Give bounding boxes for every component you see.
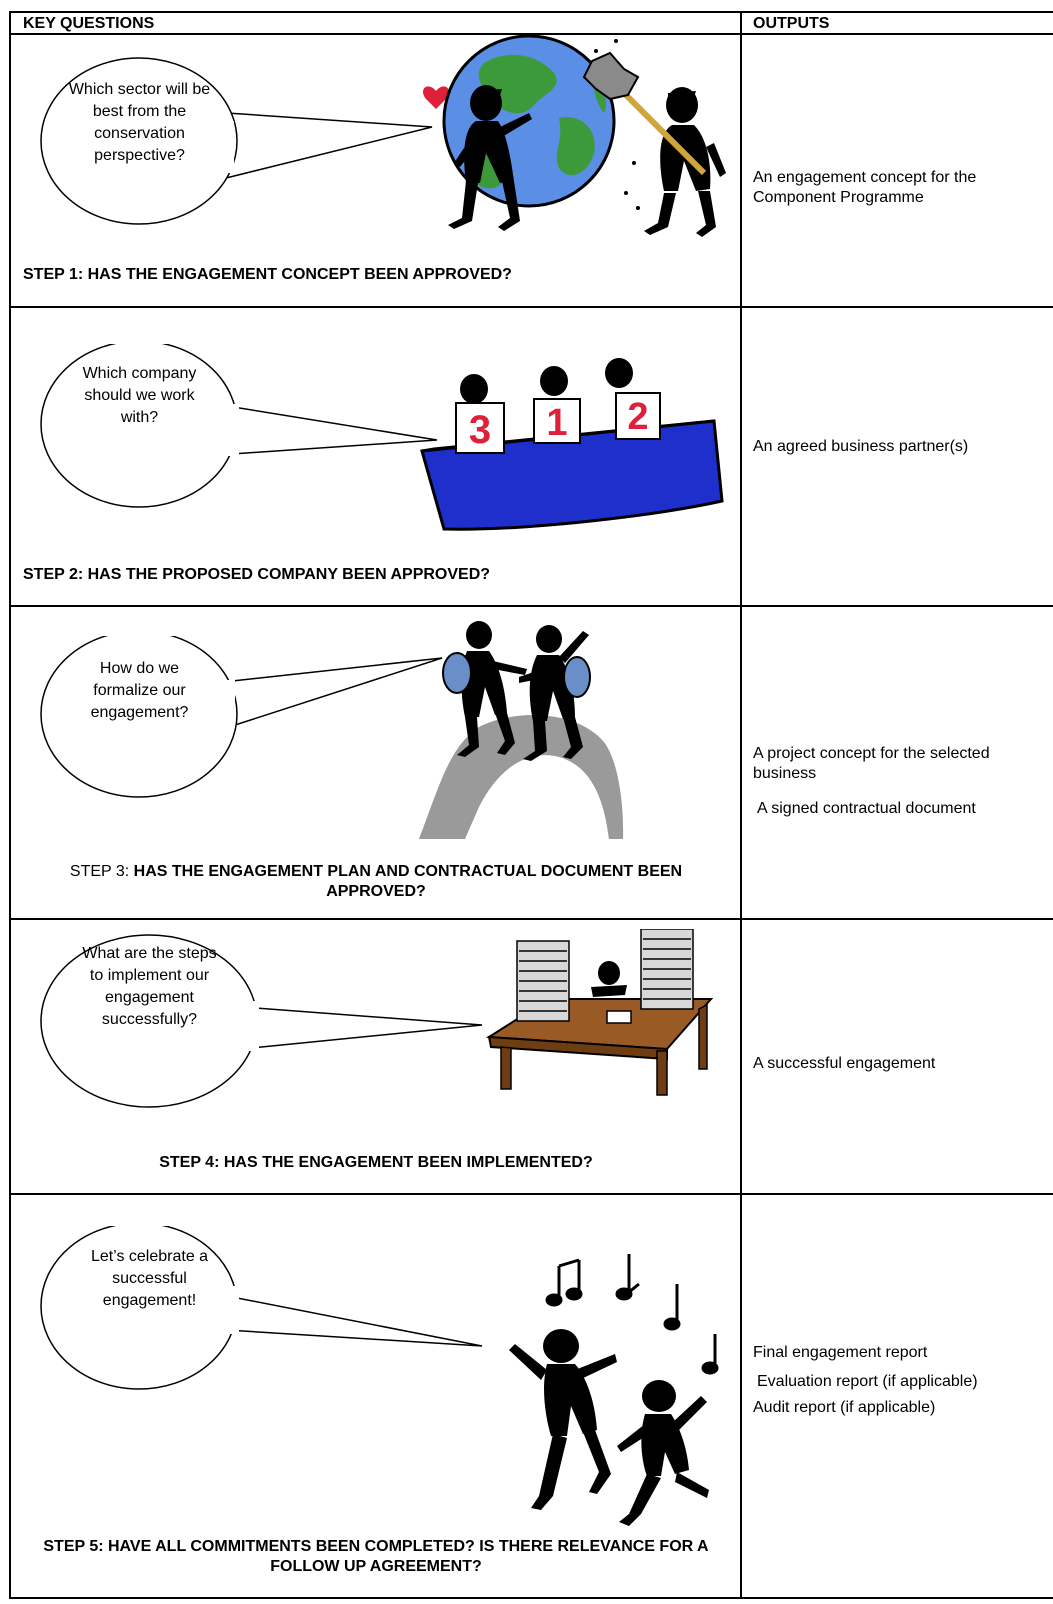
paperwork-desk-illustration xyxy=(485,929,714,1096)
row-divider-4 xyxy=(9,1193,1053,1195)
output-item: A successful engagement xyxy=(753,1055,936,1072)
table-border-bottom xyxy=(9,1597,1053,1599)
step-title-prefix: STEP 3: xyxy=(69,863,134,880)
document-icon xyxy=(606,1010,632,1024)
row-divider-1 xyxy=(9,306,1053,308)
score-card: 1 xyxy=(533,398,581,444)
mountain-icon xyxy=(419,715,624,839)
dancer-left-icon xyxy=(509,1329,617,1510)
figure-right-icon xyxy=(644,87,726,237)
output-item: An agreed business partner(s) xyxy=(753,438,969,455)
score-card-number: 1 xyxy=(546,402,567,444)
speech-bubble xyxy=(40,636,443,798)
header-divider xyxy=(9,33,1053,35)
climber-left-icon xyxy=(457,621,527,757)
output-item: Evaluation report (if applicable) xyxy=(757,1373,978,1390)
row-divider-2 xyxy=(9,605,1053,607)
score-card: 3 xyxy=(455,402,505,454)
output-item: A signed contractual document xyxy=(757,800,976,817)
process-table: KEY QUESTIONS OUTPUTS Which sector will … xyxy=(9,11,1053,1599)
score-card-number: 3 xyxy=(469,408,491,452)
speech-bubble xyxy=(40,934,483,1108)
score-card: 2 xyxy=(615,392,661,440)
bubble-question: Which company should we work with? xyxy=(82,365,197,426)
dancer-right-icon xyxy=(617,1380,709,1526)
bubble-question: What are the steps to implement our enga… xyxy=(82,945,217,1028)
step-title-text: HAS THE ENGAGEMENT PLAN AND CONTRACTUAL … xyxy=(133,863,683,900)
step-title: STEP 4: HAS THE ENGAGEMENT BEEN IMPLEMEN… xyxy=(159,1154,593,1171)
score-card-number: 2 xyxy=(627,396,648,438)
heart-icon xyxy=(423,86,449,109)
paper-stack-icon xyxy=(516,940,570,1022)
paper-stack-icon xyxy=(640,929,694,1010)
header-key-questions: KEY QUESTIONS xyxy=(23,15,155,32)
speech-bubble xyxy=(40,1226,483,1390)
celebration-illustration xyxy=(509,1254,719,1526)
backpack-icon xyxy=(563,656,591,698)
mountain-handshake-illustration xyxy=(419,621,624,839)
table-border-left xyxy=(9,11,11,1599)
output-item: A project concept for the selected busin… xyxy=(753,745,990,782)
feather-duster-icon xyxy=(582,51,640,101)
row-divider-3 xyxy=(9,918,1053,920)
speech-bubble xyxy=(40,57,433,225)
output-item: An engagement concept for the Component … xyxy=(753,169,977,206)
table-border-top xyxy=(9,11,1053,13)
backpack-icon xyxy=(442,652,472,694)
output-item: Final engagement report xyxy=(753,1344,928,1361)
header-outputs: OUTPUTS xyxy=(753,15,830,32)
bubble-question: Let’s celebrate a successful engagement! xyxy=(90,1248,209,1309)
figure-left-icon xyxy=(448,85,532,231)
step-title: STEP 1: HAS THE ENGAGEMENT CONCEPT BEEN … xyxy=(23,266,512,283)
judges-panel-illustration: 3 1 2 xyxy=(420,358,724,531)
music-notes-icon xyxy=(545,1254,719,1375)
step-title: STEP 3: HAS THE ENGAGEMENT PLAN AND CONT… xyxy=(23,862,729,902)
bubble-question: How do we formalize our engagement? xyxy=(90,660,189,721)
step-title: STEP 2: HAS THE PROPOSED COMPANY BEEN AP… xyxy=(23,566,491,583)
output-item: Audit report (if applicable) xyxy=(753,1399,936,1416)
speech-bubble xyxy=(40,344,438,508)
worker-icon xyxy=(591,961,627,997)
column-divider xyxy=(740,11,742,1599)
bubble-question: Which sector will be best from the conse… xyxy=(68,81,211,164)
globe-cleaning-illustration xyxy=(423,34,726,237)
step-title: STEP 5: HAVE ALL COMMITMENTS BEEN COMPLE… xyxy=(43,1538,709,1575)
